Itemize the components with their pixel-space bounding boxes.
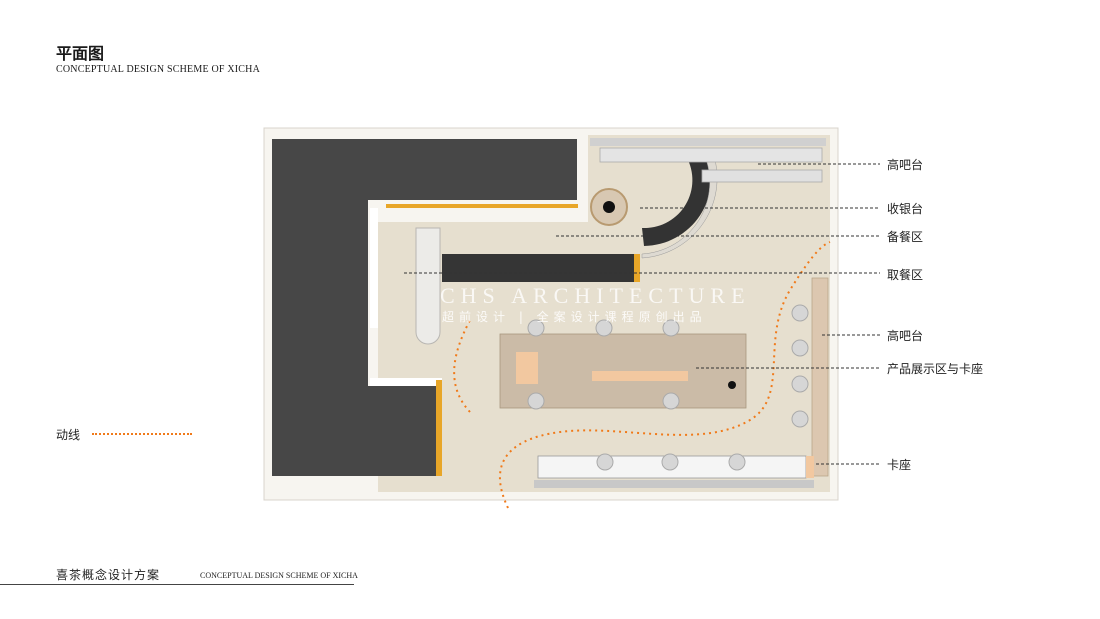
- callout-cashier: 收银台: [887, 202, 924, 216]
- callout-display-booth: 产品展示区与卡座: [887, 362, 984, 376]
- bar-counter-left: [415, 227, 441, 345]
- cashier-counter: [642, 152, 712, 246]
- footer-subtitle: CONCEPTUAL DESIGN SCHEME OF XICHA: [200, 571, 358, 580]
- legend-route-line: [92, 433, 192, 435]
- legend-label: 动线: [56, 428, 81, 442]
- footer-rule: [0, 584, 354, 585]
- high-bar-side-counter: [811, 277, 829, 477]
- callout-high-bar-side: 高吧台: [887, 329, 924, 343]
- high-bar-top-counter: [599, 147, 823, 163]
- leader-lines: [404, 163, 880, 465]
- footer-title: 喜茶概念设计方案: [56, 568, 161, 582]
- page-subtitle: CONCEPTUAL DESIGN SCHEME OF XICHA: [56, 64, 261, 75]
- watermark-tagline: 超前设计 | 全案设计课程原创出品: [442, 310, 707, 324]
- pickup-counter: [442, 254, 638, 282]
- watermark-brand: CHS ARCHITECTURE: [440, 283, 751, 308]
- callout-pickup-area: 取餐区: [887, 268, 924, 282]
- page-title: 平面图: [56, 44, 105, 63]
- circulation-route: [499, 241, 831, 509]
- wall-block: [272, 139, 577, 476]
- callout-prep-area: 备餐区: [887, 230, 924, 244]
- callout-booth: 卡座: [887, 458, 912, 472]
- callout-high-bar-top: 高吧台: [887, 158, 924, 172]
- accent-strip: [386, 204, 578, 208]
